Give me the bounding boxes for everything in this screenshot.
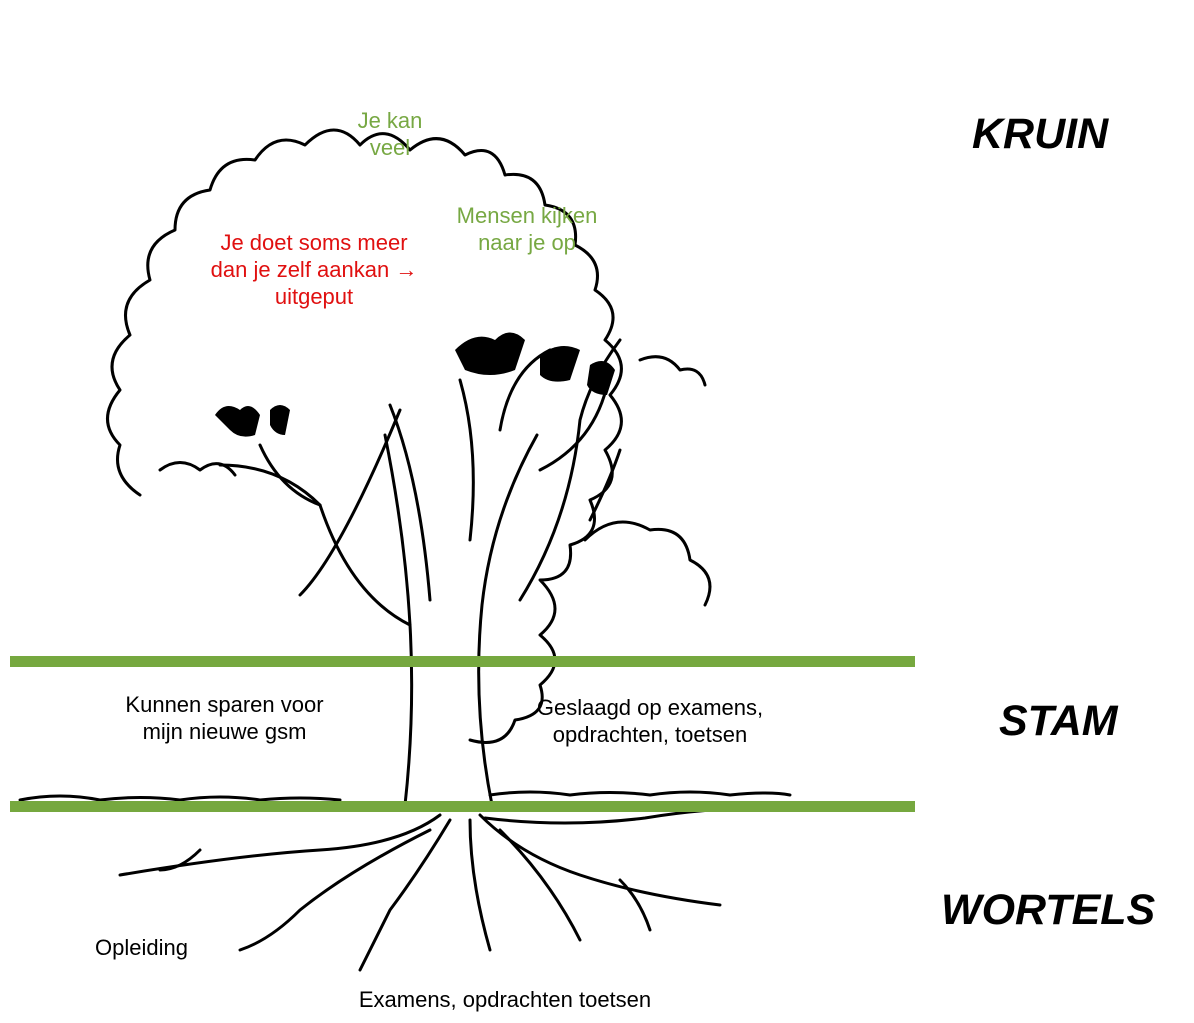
label-education: Opleiding [95, 935, 188, 960]
label-exams: Examens, opdrachten toetsen [358, 987, 652, 1012]
section-title-crown: KRUIN [972, 110, 1109, 158]
divider-trunk-roots [10, 801, 915, 812]
section-title-roots: WORTELS [941, 886, 1156, 934]
label-saving: Kunnen sparen voor mijn nieuwe gsm [125, 692, 324, 744]
section-title-trunk: STAM [999, 697, 1118, 745]
tree-branch [218, 463, 412, 627]
tree-trunk-right [477, 433, 539, 807]
label-people-look-up: Mensen kijken naar je op [456, 203, 598, 255]
label-overdoing: Je doet soms meer dan je zelf aankan → u… [210, 230, 418, 309]
label-passed: Geslaagd op examens, opdrachten, toetsen [536, 695, 764, 747]
label-can-do-a-lot: Je kan veel [357, 108, 423, 160]
divider-crown-trunk [10, 656, 915, 667]
tree-crown-outline [106, 128, 623, 744]
ground-line [18, 790, 792, 802]
tree-roots [118, 813, 442, 877]
